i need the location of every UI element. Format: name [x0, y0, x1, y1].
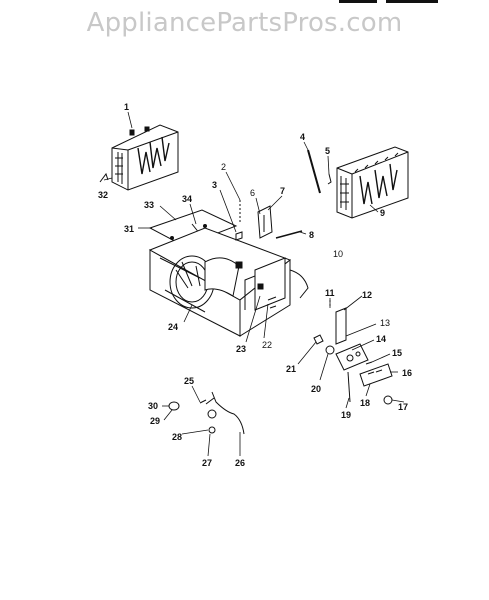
part-15-screw — [365, 361, 373, 365]
callout-20: 20 — [311, 384, 321, 394]
callout-8: 8 — [309, 230, 314, 240]
callout-2: 2 — [221, 162, 226, 172]
callout-22: 22 — [262, 340, 272, 350]
callout-10: 10 — [333, 249, 343, 259]
top-edge-line-left — [339, 0, 377, 3]
part-25-screw — [199, 399, 207, 404]
part-20-capacitor — [325, 345, 335, 355]
callout-31: 31 — [124, 224, 134, 234]
arrow-32 — [99, 172, 109, 183]
callout-7: 7 — [280, 186, 285, 196]
callout-13: 13 — [380, 318, 390, 328]
callout-3: 3 — [212, 180, 217, 190]
callout-23: 23 — [236, 344, 246, 354]
callout-32: 32 — [98, 190, 108, 200]
top-edge-line-right — [386, 0, 438, 3]
callout-4: 4 — [300, 132, 305, 142]
part-30-strain-relief — [168, 401, 180, 411]
callout-34: 34 — [182, 194, 192, 204]
part-19-wire — [347, 371, 351, 403]
part-3-bracket — [235, 231, 243, 241]
part-7-bracket — [257, 205, 273, 239]
part-9-coil-right — [336, 146, 409, 219]
callout-17: 17 — [398, 402, 408, 412]
callout-30: 30 — [148, 401, 158, 411]
part-16-switch-plate — [359, 363, 393, 387]
part-17-knob — [383, 395, 393, 405]
leader-lines — [103, 111, 405, 457]
part-24-base-housing — [148, 227, 309, 337]
callout-labels: 1 2 3 4 5 6 7 8 9 10 11 12 13 14 15 16 1… — [98, 102, 412, 468]
callout-11: 11 — [325, 288, 335, 298]
callout-14: 14 — [376, 334, 386, 344]
part-5-clip — [327, 173, 332, 185]
part-4-tube — [307, 149, 321, 194]
part-1-coil-left — [111, 124, 179, 191]
part-28-nut — [208, 426, 216, 434]
callout-21: 21 — [286, 364, 296, 374]
part-14-control-panel — [335, 343, 369, 371]
callout-24: 24 — [168, 322, 178, 332]
callout-12: 12 — [362, 290, 372, 300]
part-12-bracket — [335, 307, 347, 345]
part-26-cord-assembly — [205, 391, 245, 435]
part-8-rod — [275, 230, 303, 239]
callout-19: 19 — [341, 410, 351, 420]
callout-6: 6 — [250, 188, 255, 198]
callout-28: 28 — [172, 432, 182, 442]
callout-16: 16 — [402, 368, 412, 378]
callout-29: 29 — [150, 416, 160, 426]
callout-5: 5 — [325, 146, 330, 156]
callout-25: 25 — [184, 376, 194, 386]
callout-15: 15 — [392, 348, 402, 358]
watermark-text: AppliancePartsPros.com — [86, 8, 403, 38]
callout-9: 9 — [380, 208, 385, 218]
callout-18: 18 — [360, 398, 370, 408]
callout-1: 1 — [124, 102, 129, 112]
callout-33: 33 — [144, 200, 154, 210]
callout-27: 27 — [202, 458, 212, 468]
callout-26: 26 — [235, 458, 245, 468]
